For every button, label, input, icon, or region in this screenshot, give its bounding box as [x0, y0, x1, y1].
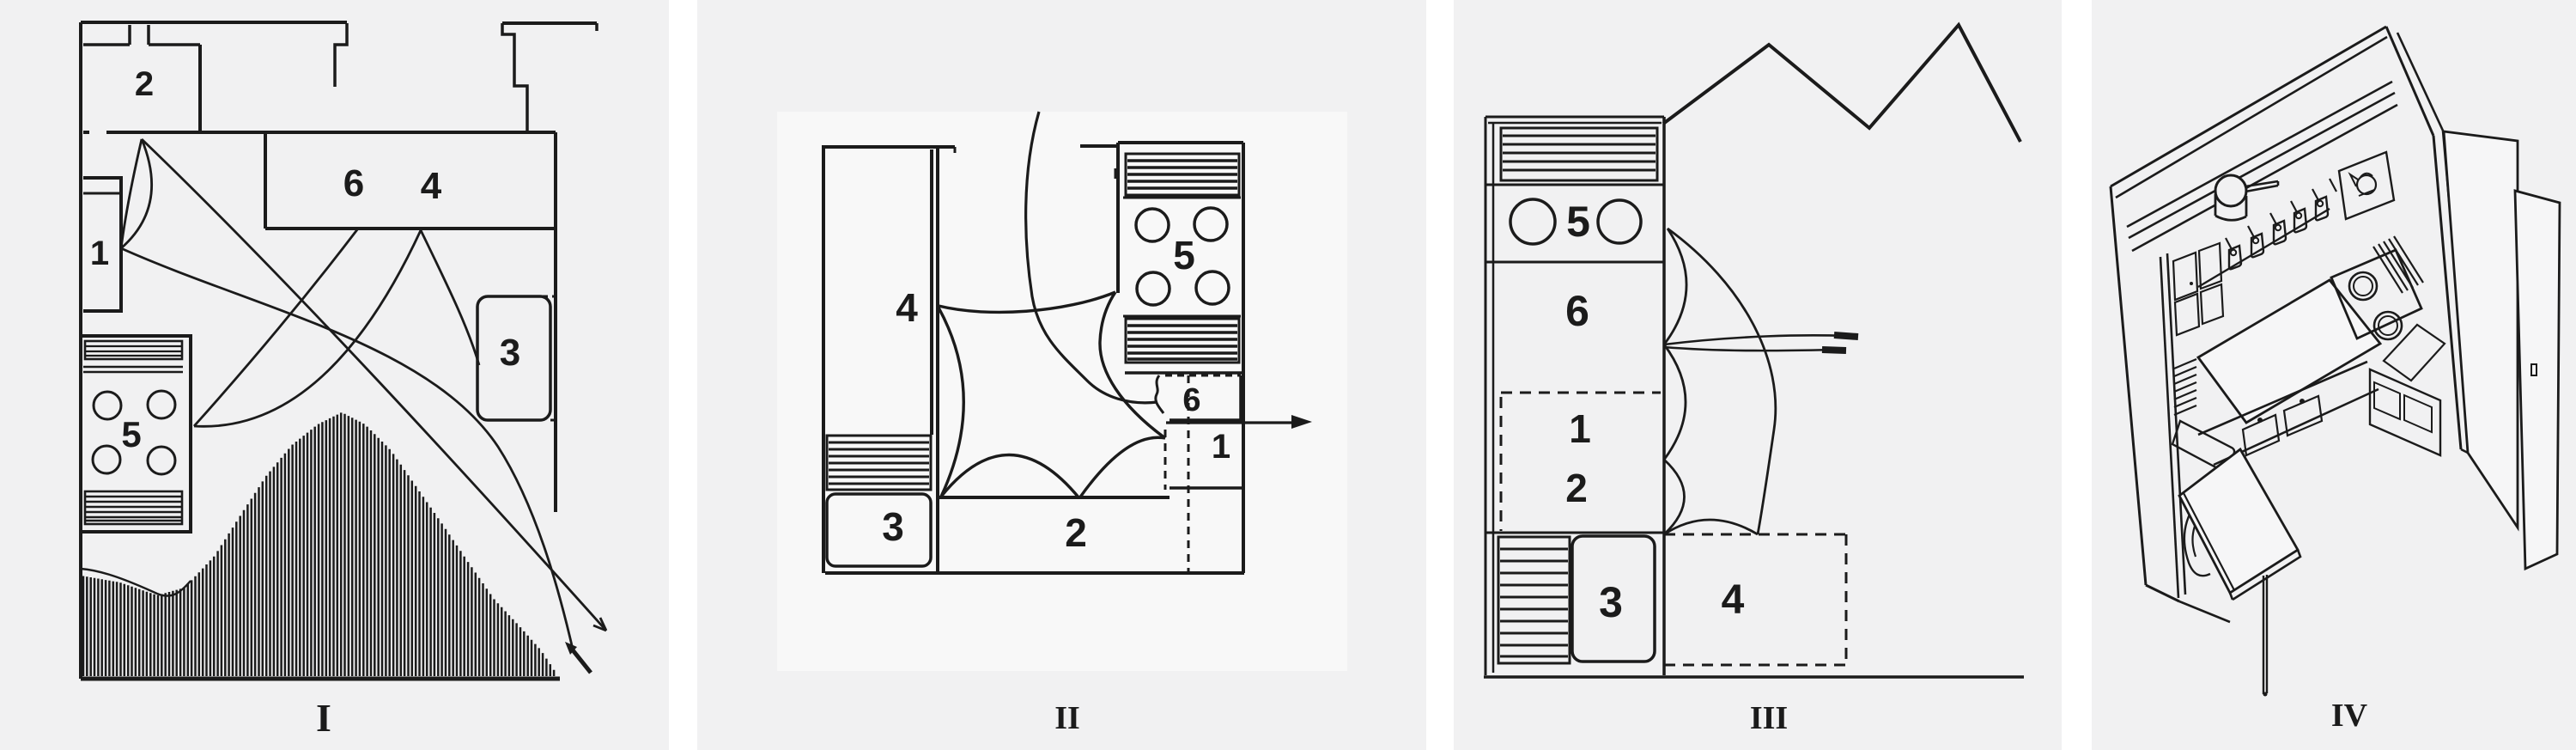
svg-text:5: 5	[121, 414, 141, 454]
svg-text:4: 4	[1722, 577, 1745, 623]
svg-text:5: 5	[1173, 233, 1195, 277]
svg-text:6: 6	[1182, 382, 1200, 418]
svg-text:1: 1	[1212, 428, 1230, 466]
svg-text:III: III	[1750, 700, 1788, 736]
svg-text:6: 6	[1565, 287, 1589, 335]
svg-text:3: 3	[500, 332, 520, 374]
svg-text:4: 4	[421, 165, 442, 207]
svg-text:4: 4	[896, 285, 918, 330]
svg-text:5: 5	[1566, 198, 1590, 246]
svg-text:3: 3	[882, 504, 904, 549]
svg-text:1: 1	[1569, 406, 1591, 451]
svg-text:I: I	[316, 696, 331, 740]
svg-text:2: 2	[135, 65, 154, 103]
svg-text:3: 3	[1599, 578, 1623, 626]
svg-text:2: 2	[1565, 466, 1588, 510]
svg-text:II: II	[1054, 700, 1080, 736]
svg-text:IV: IV	[2331, 698, 2368, 734]
svg-text:6: 6	[343, 162, 364, 204]
svg-text:1: 1	[90, 235, 109, 272]
svg-text:2: 2	[1065, 510, 1087, 555]
